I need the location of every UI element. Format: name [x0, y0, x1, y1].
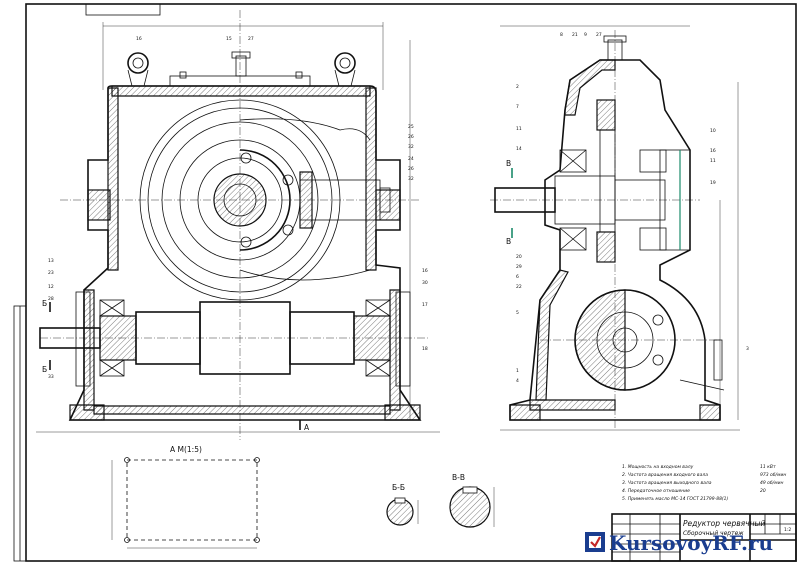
side-view: [490, 25, 740, 431]
svg-text:19: 19: [710, 180, 716, 186]
svg-text:28: 28: [48, 296, 54, 302]
section-bb: Б-Б: [386, 483, 419, 526]
svg-text:11: 11: [710, 158, 716, 164]
svg-text:32: 32: [408, 144, 414, 150]
view-a-title: А М(1:5): [170, 445, 202, 454]
side-view-callouts: 8 21 9 27 2 7 11 14 20 29 6 22 5 1 4 10 …: [506, 32, 749, 384]
svg-text:9: 9: [584, 32, 587, 38]
svg-text:22: 22: [516, 284, 522, 290]
svg-text:12: 12: [48, 284, 54, 290]
spec-value-4: 20: [760, 488, 766, 494]
spec-value-1: 11 кВт: [760, 464, 776, 470]
svg-text:23: 23: [48, 270, 54, 276]
spec-value-3: 49 об/мин: [760, 480, 784, 486]
svg-text:Б: Б: [42, 299, 47, 308]
view-a: А М(1:5): [111, 445, 260, 549]
svg-text:В: В: [506, 237, 511, 246]
svg-text:10: 10: [710, 128, 716, 134]
watermark: KursovoyRF.ru: [585, 531, 773, 555]
svg-text:6: 6: [516, 274, 519, 280]
svg-text:16: 16: [422, 268, 428, 274]
specifications: 1. Мощность на входном валу 2. Частота в…: [622, 464, 786, 502]
front-view: [36, 10, 440, 440]
spec-line-1: 1. Мощность на входном валу: [622, 464, 694, 470]
svg-text:11: 11: [516, 126, 522, 132]
title-block: Редуктор червячный Сборочный чертеж 1:2: [611, 513, 797, 562]
sheet-frame: [13, 3, 797, 562]
svg-text:29: 29: [516, 264, 522, 270]
svg-text:26: 26: [408, 134, 414, 140]
section-vv: В-В: [449, 473, 495, 528]
svg-text:Б: Б: [42, 365, 47, 374]
svg-text:30: 30: [422, 280, 428, 286]
svg-text:В: В: [506, 159, 511, 168]
svg-text:1: 1: [516, 368, 519, 374]
svg-text:17: 17: [422, 302, 428, 308]
svg-text:16: 16: [710, 148, 716, 154]
spec-line-2: 2. Частота вращения входного вала: [622, 472, 708, 478]
svg-text:2: 2: [516, 84, 519, 90]
svg-text:24: 24: [408, 156, 414, 162]
svg-text:32: 32: [408, 176, 414, 182]
svg-text:20: 20: [516, 254, 522, 260]
svg-text:27: 27: [248, 36, 254, 42]
svg-text:21: 21: [572, 32, 578, 38]
spec-line-3: 3. Частота вращения выходного вала: [622, 480, 712, 486]
svg-text:14: 14: [516, 146, 522, 152]
title-name-line2: Сборочный чертеж: [683, 530, 744, 537]
spec-line-5: 5. Применять масло МС-14 ГОСТ 21799-88(1…: [622, 496, 729, 502]
svg-text:13: 13: [48, 258, 54, 264]
spec-value-2: 973 об/мин: [760, 472, 786, 478]
svg-text:7: 7: [516, 104, 519, 110]
svg-text:В-В: В-В: [452, 473, 465, 482]
title-sheet: 1:2: [784, 527, 791, 533]
svg-text:27: 27: [596, 32, 602, 38]
svg-text:16: 16: [136, 36, 142, 42]
svg-text:15: 15: [226, 36, 232, 42]
svg-text:3: 3: [746, 346, 749, 352]
svg-text:26: 26: [408, 166, 414, 172]
spec-line-4: 4. Передаточное отношение: [622, 488, 690, 494]
svg-text:Б-Б: Б-Б: [392, 483, 405, 492]
svg-text:5: 5: [516, 310, 519, 316]
title-name-line1: Редуктор червячный: [683, 519, 765, 528]
svg-text:4: 4: [516, 378, 519, 384]
svg-text:А: А: [304, 423, 310, 432]
svg-text:8: 8: [560, 32, 563, 38]
svg-text:25: 25: [408, 124, 414, 130]
watermark-text: KursovoyRF.ru: [609, 531, 773, 555]
front-view-callouts: 16 15 27 25 26 32 24 26 32 16 30 17 18 1…: [42, 36, 428, 432]
svg-text:18: 18: [422, 346, 428, 352]
svg-text:33: 33: [48, 374, 54, 380]
